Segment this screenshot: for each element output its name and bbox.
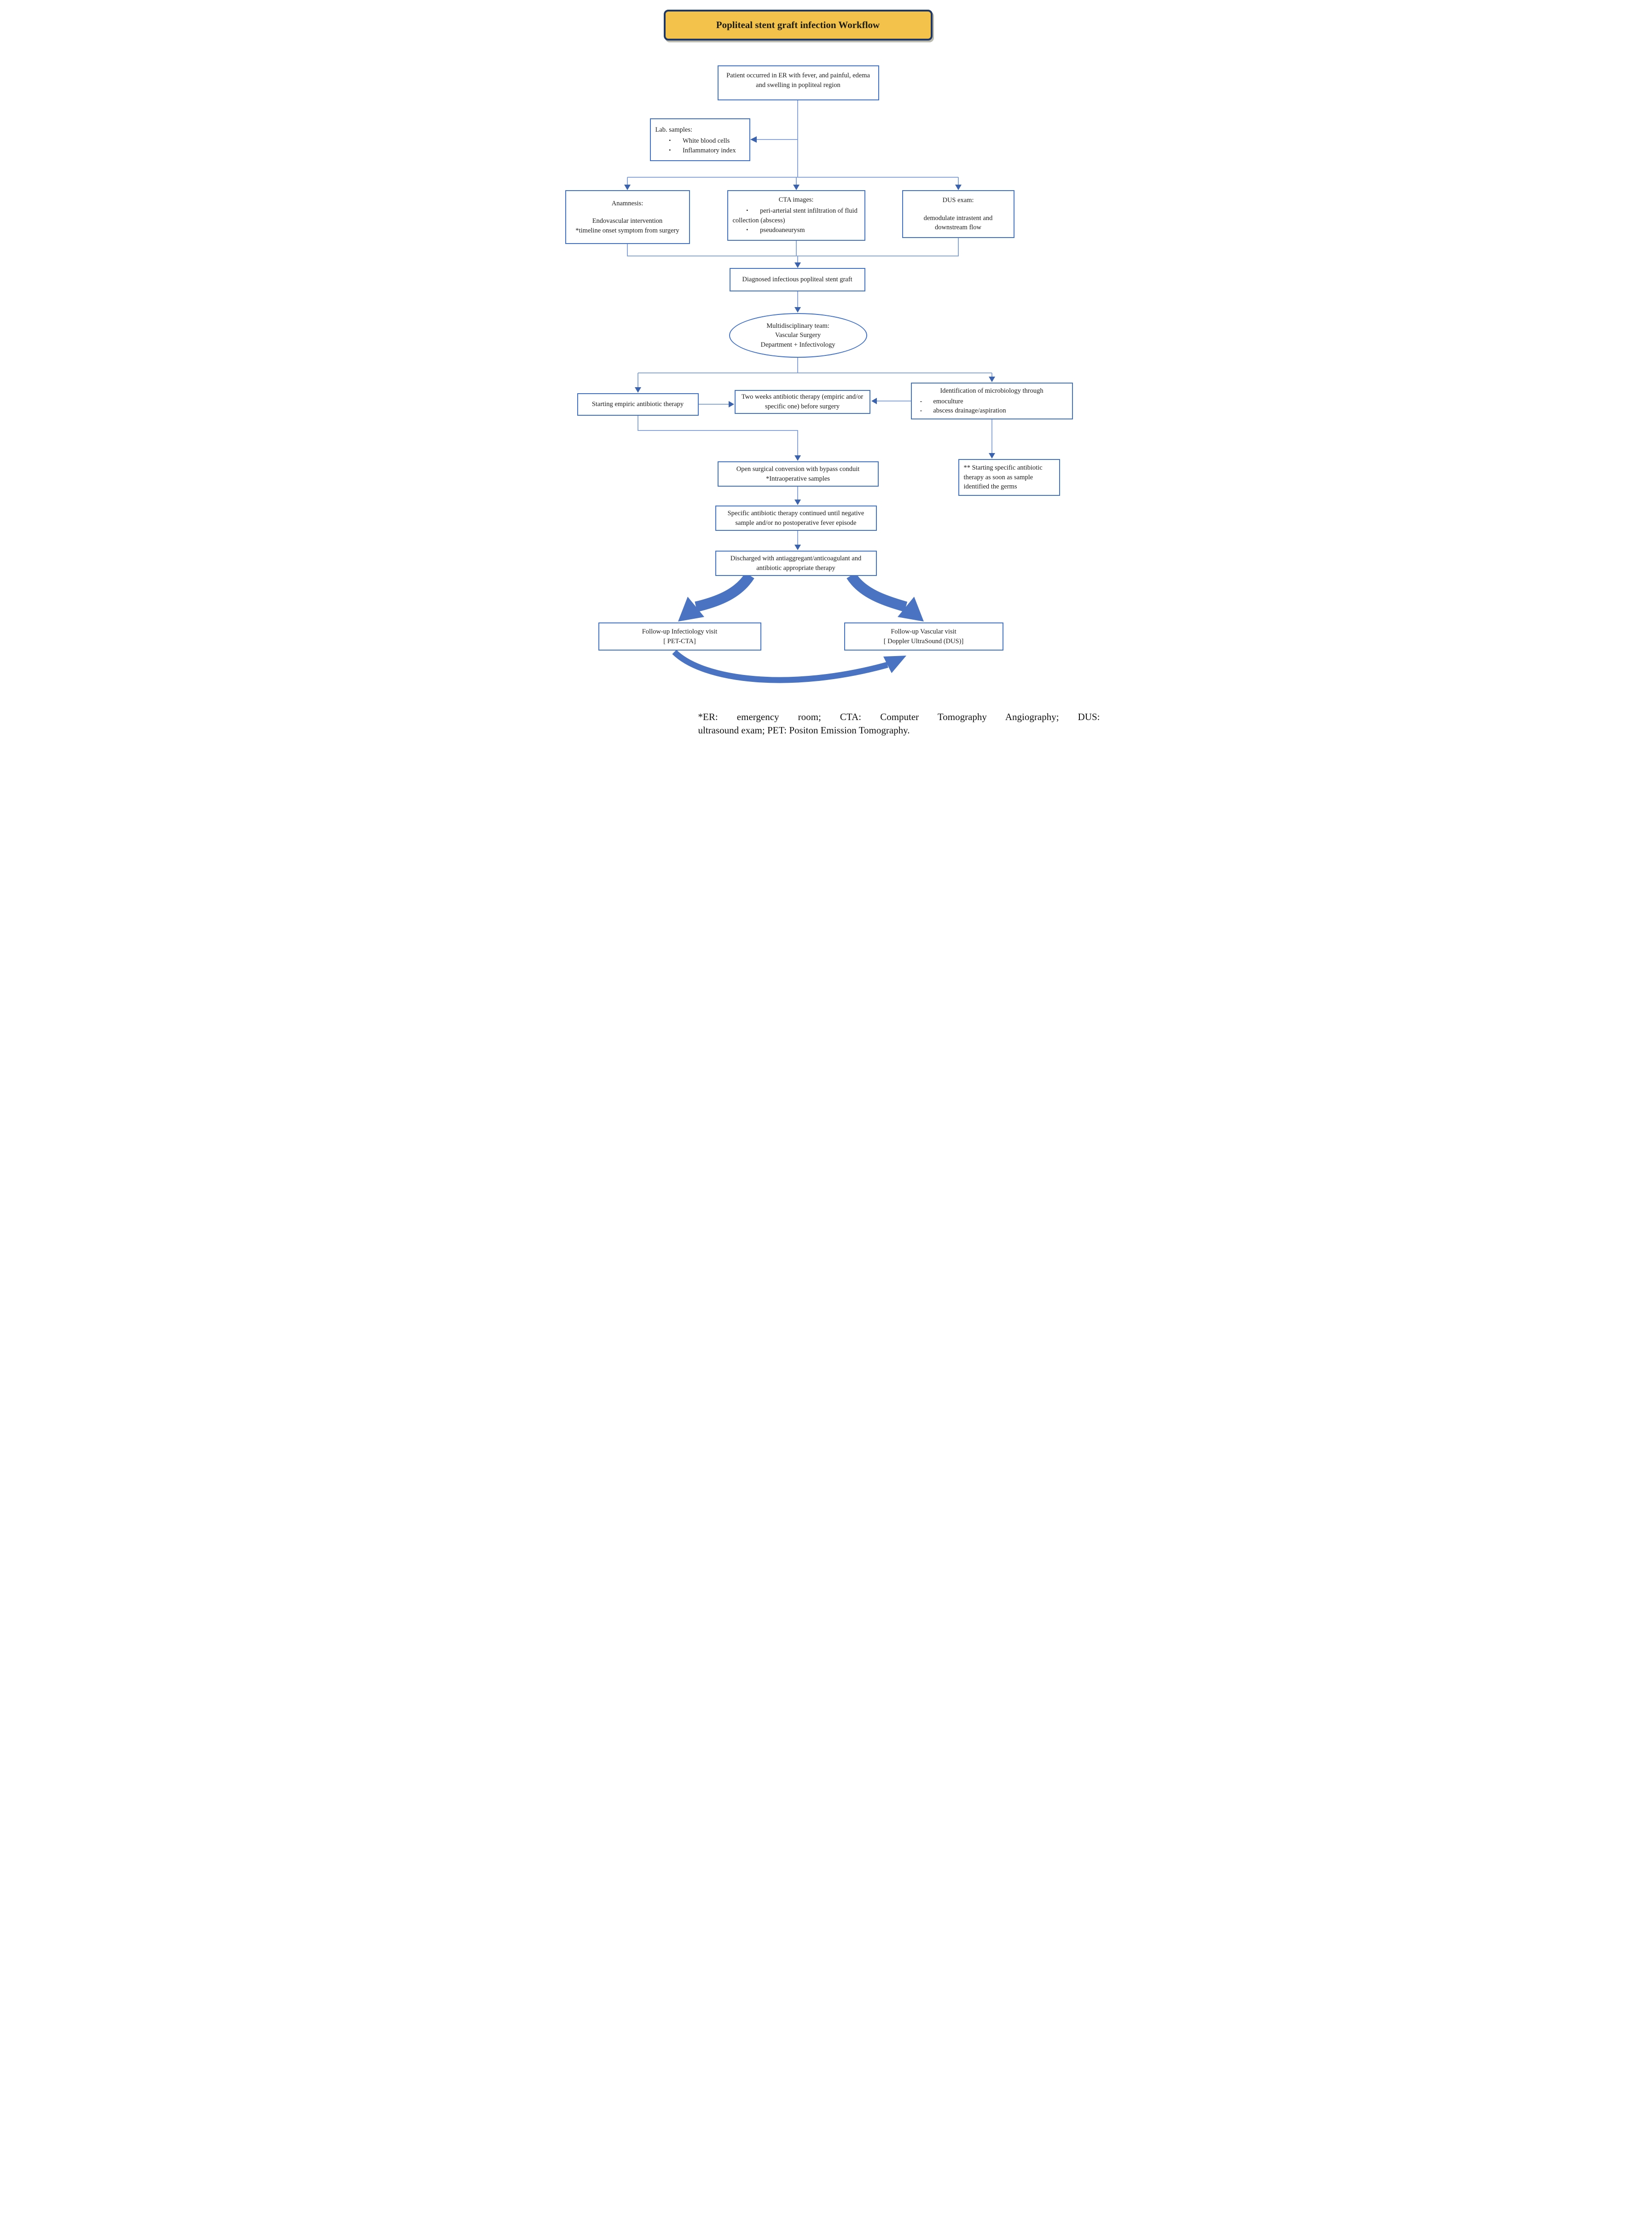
block-arrow-right-followup xyxy=(846,572,924,622)
lab-samples-item: Inflammatory index xyxy=(655,146,745,156)
workflow-title-banner: Popliteal stent graft infection Workflow xyxy=(663,10,933,41)
node-specific-therapy-start-text: ** Starting specific antibiotic therapy … xyxy=(963,464,1043,491)
lab-samples-list: White blood cells Inflammatory index xyxy=(655,136,745,156)
abbreviations-footnote: *ER: emergency room; CTA: Computer Tomog… xyxy=(698,710,1100,737)
footnote-line: *ER: emergency room; CTA: Computer Tomog… xyxy=(698,711,1100,722)
lab-samples-item-text: White blood cells xyxy=(683,137,730,145)
node-lab-samples: Lab. samples: White blood cells Inflamma… xyxy=(649,118,750,161)
connector-empiric-to-twoweeks xyxy=(698,401,734,407)
node-followup-infectiology: Follow-up Infectiology visit [ PET-CTA] xyxy=(598,622,761,651)
lab-samples-item-text: Inflammatory index xyxy=(683,147,736,155)
curved-arrow-infectiology-to-vascular xyxy=(672,650,906,683)
dus-body: demodulate intrastent and downstream flo… xyxy=(923,214,993,232)
connector-merge-to-diagnosed xyxy=(626,238,959,268)
surgery-line: *Intraoperative samples xyxy=(766,475,830,483)
node-empiric-therapy: Starting empiric antibiotic therapy xyxy=(577,393,699,416)
node-patient-er: Patient occurred in ER with fever, and p… xyxy=(717,65,879,100)
node-two-weeks-therapy-text: Two weeks antibiotic therapy (empiric an… xyxy=(741,393,864,410)
node-dus-exam: DUS exam: demodulate intrastent and down… xyxy=(902,190,1014,238)
node-two-weeks-therapy: Two weeks antibiotic therapy (empiric an… xyxy=(734,390,870,414)
node-multidisciplinary-team: Multidisciplinary team: Vascular Surgery… xyxy=(729,313,867,358)
cta-item: pseudoaneurysm xyxy=(733,226,860,235)
node-specific-therapy-start: ** Starting specific antibiotic therapy … xyxy=(958,459,1060,496)
team-line: Vascular Surgery xyxy=(775,331,821,339)
node-cta-images: CTA images: peri-arterial stent infiltra… xyxy=(727,190,865,241)
connector-to-lab-samples xyxy=(750,136,798,143)
microbiology-item: abscess drainage/aspiration xyxy=(916,406,1067,416)
team-line: Multidisciplinary team: xyxy=(766,322,829,330)
microbiology-item: emoculture xyxy=(916,397,1067,407)
followup-infectiology-line: Follow-up Infectiology visit xyxy=(642,628,718,635)
microbiology-item-text: emoculture xyxy=(933,397,963,405)
node-discharged: Discharged with antiaggregant/anticoagul… xyxy=(715,551,877,576)
node-specific-therapy-continued: Specific antibiotic therapy continued un… xyxy=(715,506,877,531)
footnote-line: ultrasound exam; PET: Positon Emission T… xyxy=(698,724,910,736)
cta-item: peri-arterial stent infiltration of flui… xyxy=(733,206,860,225)
anamnesis-heading: Anamnesis: xyxy=(611,199,643,207)
connector-team-split xyxy=(634,358,995,393)
node-diagnosed-text: Diagnosed infectious popliteal stent gra… xyxy=(742,276,852,284)
lab-samples-item: White blood cells xyxy=(655,136,745,146)
lab-samples-heading: Lab. samples: xyxy=(655,126,693,134)
node-followup-vascular: Follow-up Vascular visit [ Doppler Ultra… xyxy=(844,622,1003,651)
connector-specific-to-discharged xyxy=(794,531,801,550)
connector-empiric-to-surgery xyxy=(637,416,801,461)
node-anamnesis: Anamnesis: Endovascular intervention *ti… xyxy=(565,190,690,244)
workflow-title: Popliteal stent graft infection Workflow xyxy=(716,19,880,30)
connector-branch-three xyxy=(624,177,962,190)
spacer xyxy=(908,205,1009,214)
anamnesis-line: *timeline onset symptom from surgery xyxy=(575,227,679,234)
followup-vascular-line: Follow-up Vascular visit xyxy=(891,628,956,635)
node-empiric-therapy-text: Starting empiric antibiotic therapy xyxy=(591,401,684,408)
followup-infectiology-line: [ PET-CTA] xyxy=(663,637,696,645)
cta-item-text: peri-arterial stent infiltration of flui… xyxy=(732,207,858,224)
surgery-line: Open surgical conversion with bypass con… xyxy=(736,465,860,473)
microbiology-heading: Identification of microbiology through xyxy=(940,387,1043,395)
block-arrow-left-followup xyxy=(678,572,754,622)
node-diagnosed: Diagnosed infectious popliteal stent gra… xyxy=(729,268,865,291)
microbiology-item-text: abscess drainage/aspiration xyxy=(933,407,1006,415)
spacer xyxy=(571,208,684,216)
connector-diagnosed-to-team xyxy=(794,291,801,313)
connector-surgery-down xyxy=(794,487,801,505)
node-patient-er-text: Patient occurred in ER with fever, and p… xyxy=(726,72,870,89)
node-discharged-text: Discharged with antiaggregant/anticoagul… xyxy=(730,554,862,572)
flowchart-canvas: Popliteal stent graft infection Workflow… xyxy=(551,0,1101,738)
node-specific-therapy-continued-text: Specific antibiotic therapy continued un… xyxy=(727,509,864,527)
cta-item-text: pseudoaneurysm xyxy=(760,227,805,234)
followup-vascular-line: [ Doppler UltraSound (DUS)] xyxy=(883,637,964,645)
cta-list: peri-arterial stent infiltration of flui… xyxy=(733,206,860,236)
anamnesis-line: Endovascular intervention xyxy=(592,217,663,225)
dus-heading: DUS exam: xyxy=(942,197,974,204)
team-line: Department + Infectivology xyxy=(760,341,835,349)
node-open-surgery: Open surgical conversion with bypass con… xyxy=(717,461,879,487)
cta-heading: CTA images: xyxy=(778,196,814,204)
connector-layer xyxy=(624,100,995,683)
connector-microbiology-to-twoweeks xyxy=(871,398,911,404)
microbiology-list: emoculture abscess drainage/aspiration xyxy=(916,397,1067,416)
node-microbiology-identification: Identification of microbiology through e… xyxy=(910,383,1073,419)
connector-microbiology-to-specific xyxy=(988,419,995,459)
